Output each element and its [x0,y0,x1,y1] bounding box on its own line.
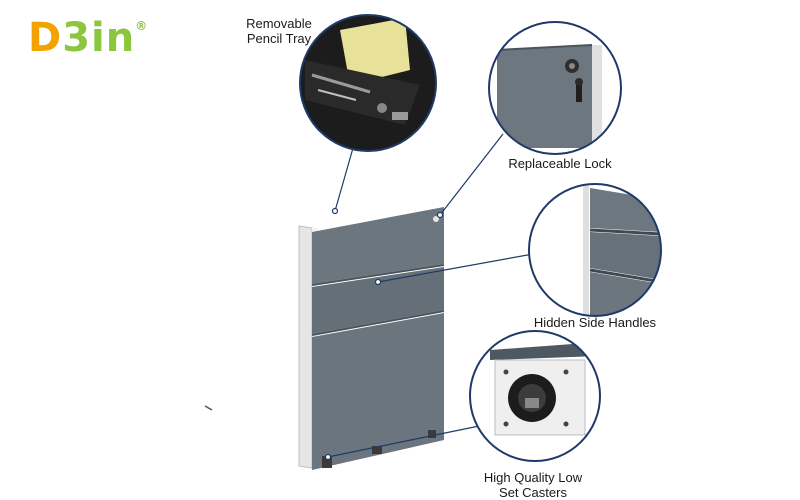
callout-dot [331,207,339,215]
label-casters: High Quality Low Set Casters [468,470,598,500]
label-pencil-tray: Removable Pencil Tray [224,16,334,46]
callout-dot [324,453,332,461]
callout-dot [374,278,382,286]
lock-keyhole [433,216,439,222]
middle-drawer [312,267,444,334]
logo-letter-d: D [28,15,63,61]
caster [428,430,436,438]
callout-side-handles [528,183,662,317]
caster [322,456,332,468]
label-lock-text: Replaceable Lock [508,156,612,171]
label-side-handles-text: Hidden Side Handles [533,315,657,330]
registered-mark: ® [135,19,149,33]
callout-lock [488,21,622,155]
label-pencil-tray-line2: Pencil Tray [246,31,312,46]
brand-logo: D3in® [28,18,148,58]
label-lock: Replaceable Lock [495,156,625,171]
bottom-drawer [312,313,444,470]
callout-casters [469,330,601,462]
label-casters-line1: High Quality Low [483,470,583,485]
caster [372,446,382,454]
filing-cabinet [298,207,445,470]
callout-dot [436,211,444,219]
label-side-handles: Hidden Side Handles [520,315,670,330]
callout-pencil-tray [299,14,437,152]
logo-letters: 3in [62,15,136,61]
label-casters-line2: Set Casters [499,485,567,500]
label-pencil-tray-line1: Removable [246,16,312,31]
callout-connectors [324,133,534,461]
top-drawer [312,207,444,284]
